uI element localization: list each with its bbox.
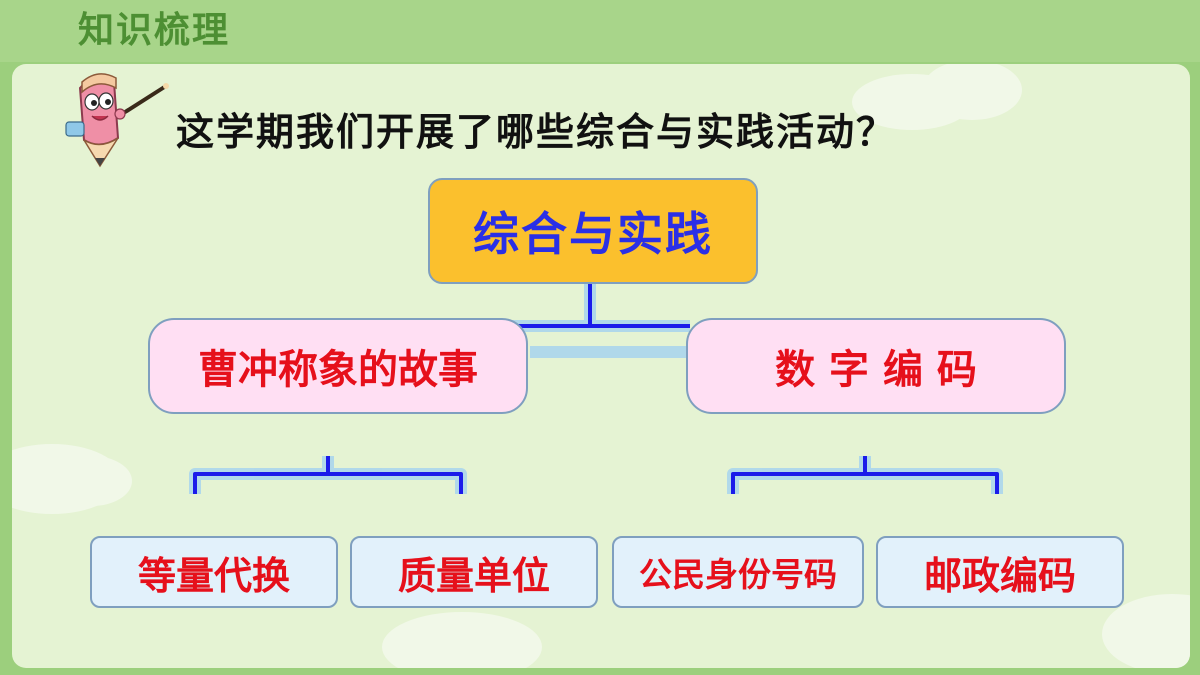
cloud-decoration: [922, 64, 1022, 120]
mindmap-leaf-node: 等量代换: [90, 536, 338, 608]
mindmap-branch-node: 曹冲称象的故事: [148, 318, 528, 414]
mindmap-leaf-node: 邮政编码: [876, 536, 1124, 608]
mindmap-leaf-node: 质量单位: [350, 536, 598, 608]
pencil-mascot-icon: [65, 73, 169, 168]
section-title: 知识梳理: [78, 10, 231, 51]
question-text: 这学期我们开展了哪些综合与实践活动？: [176, 110, 897, 154]
cloud-decoration: [52, 456, 132, 506]
header-band: [0, 0, 1200, 62]
mindmap-leaf-node: 公民身份号码: [612, 536, 864, 608]
mindmap-branch-node: 数 字 编 码: [686, 318, 1066, 414]
mindmap-root-node: 综合与实践: [428, 178, 758, 284]
cloud-decoration: [382, 612, 542, 668]
